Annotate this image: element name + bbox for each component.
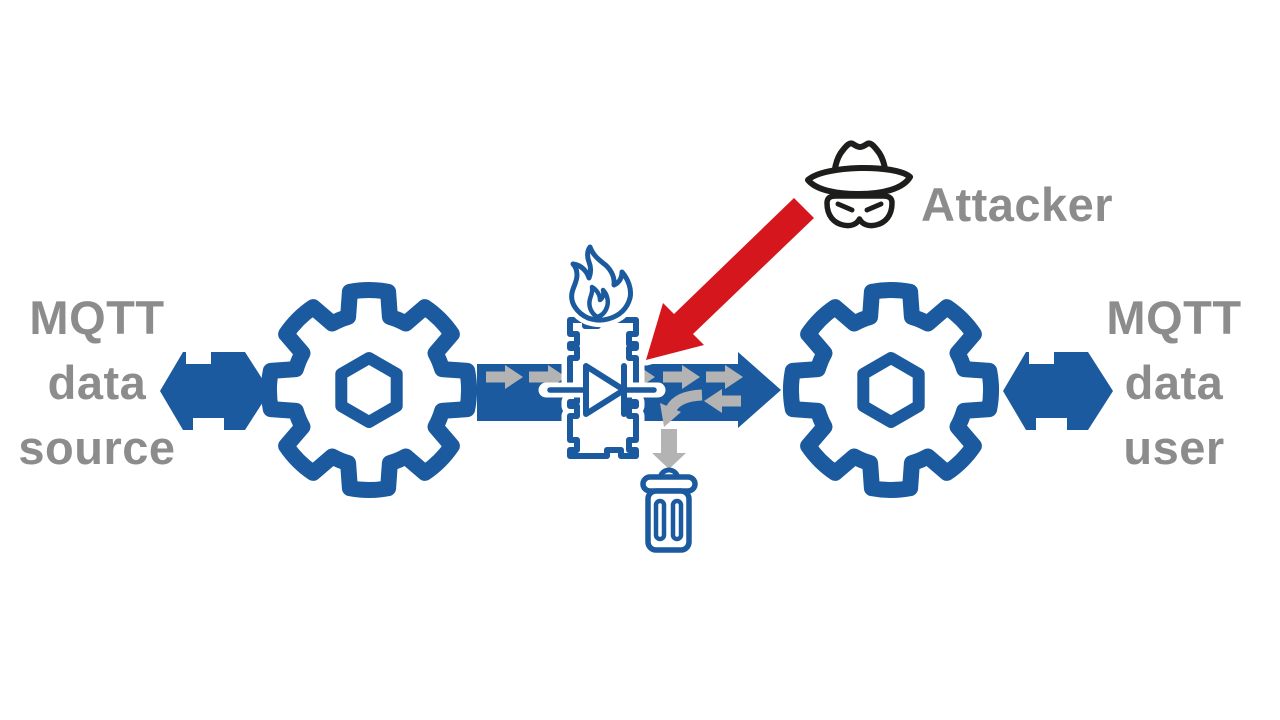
hexagon-hub-icon — [341, 358, 396, 422]
mqtt-data-source-label: MQTT data source — [18, 291, 175, 474]
hexagon-hub-icon — [863, 358, 918, 422]
source-label-line2: data — [48, 356, 147, 409]
left-gear-icon — [269, 290, 469, 490]
bidirectional-arrow-right-icon — [1003, 352, 1113, 430]
user-label-line1: MQTT — [1106, 291, 1241, 344]
mqtt-data-user-label: MQTT data user — [1106, 291, 1241, 474]
user-label-line2: data — [1125, 356, 1224, 409]
spy-attacker-icon — [805, 140, 913, 229]
source-label-line3: source — [18, 421, 175, 474]
left-eye — [835, 201, 855, 213]
attacker-label: Attacker — [921, 178, 1113, 231]
bidirectional-arrow-left-icon — [160, 352, 270, 430]
data-diode-firewall-icon — [538, 311, 666, 465]
flow-arrows-downstream — [652, 365, 743, 469]
discard-down-arrow-icon — [652, 429, 686, 469]
attack-arrow-icon — [640, 192, 820, 366]
mask — [824, 193, 895, 229]
source-label-line1: MQTT — [29, 291, 164, 344]
right-gear-icon — [791, 290, 991, 490]
user-label-line3: user — [1123, 421, 1224, 474]
hat-brim — [805, 164, 913, 197]
trash-bin-icon — [640, 467, 698, 553]
right-eye — [864, 201, 884, 213]
deflected-return-arrow-icon — [660, 389, 703, 427]
diode-symbol-icon — [538, 363, 666, 417]
flame-icon — [564, 240, 638, 328]
